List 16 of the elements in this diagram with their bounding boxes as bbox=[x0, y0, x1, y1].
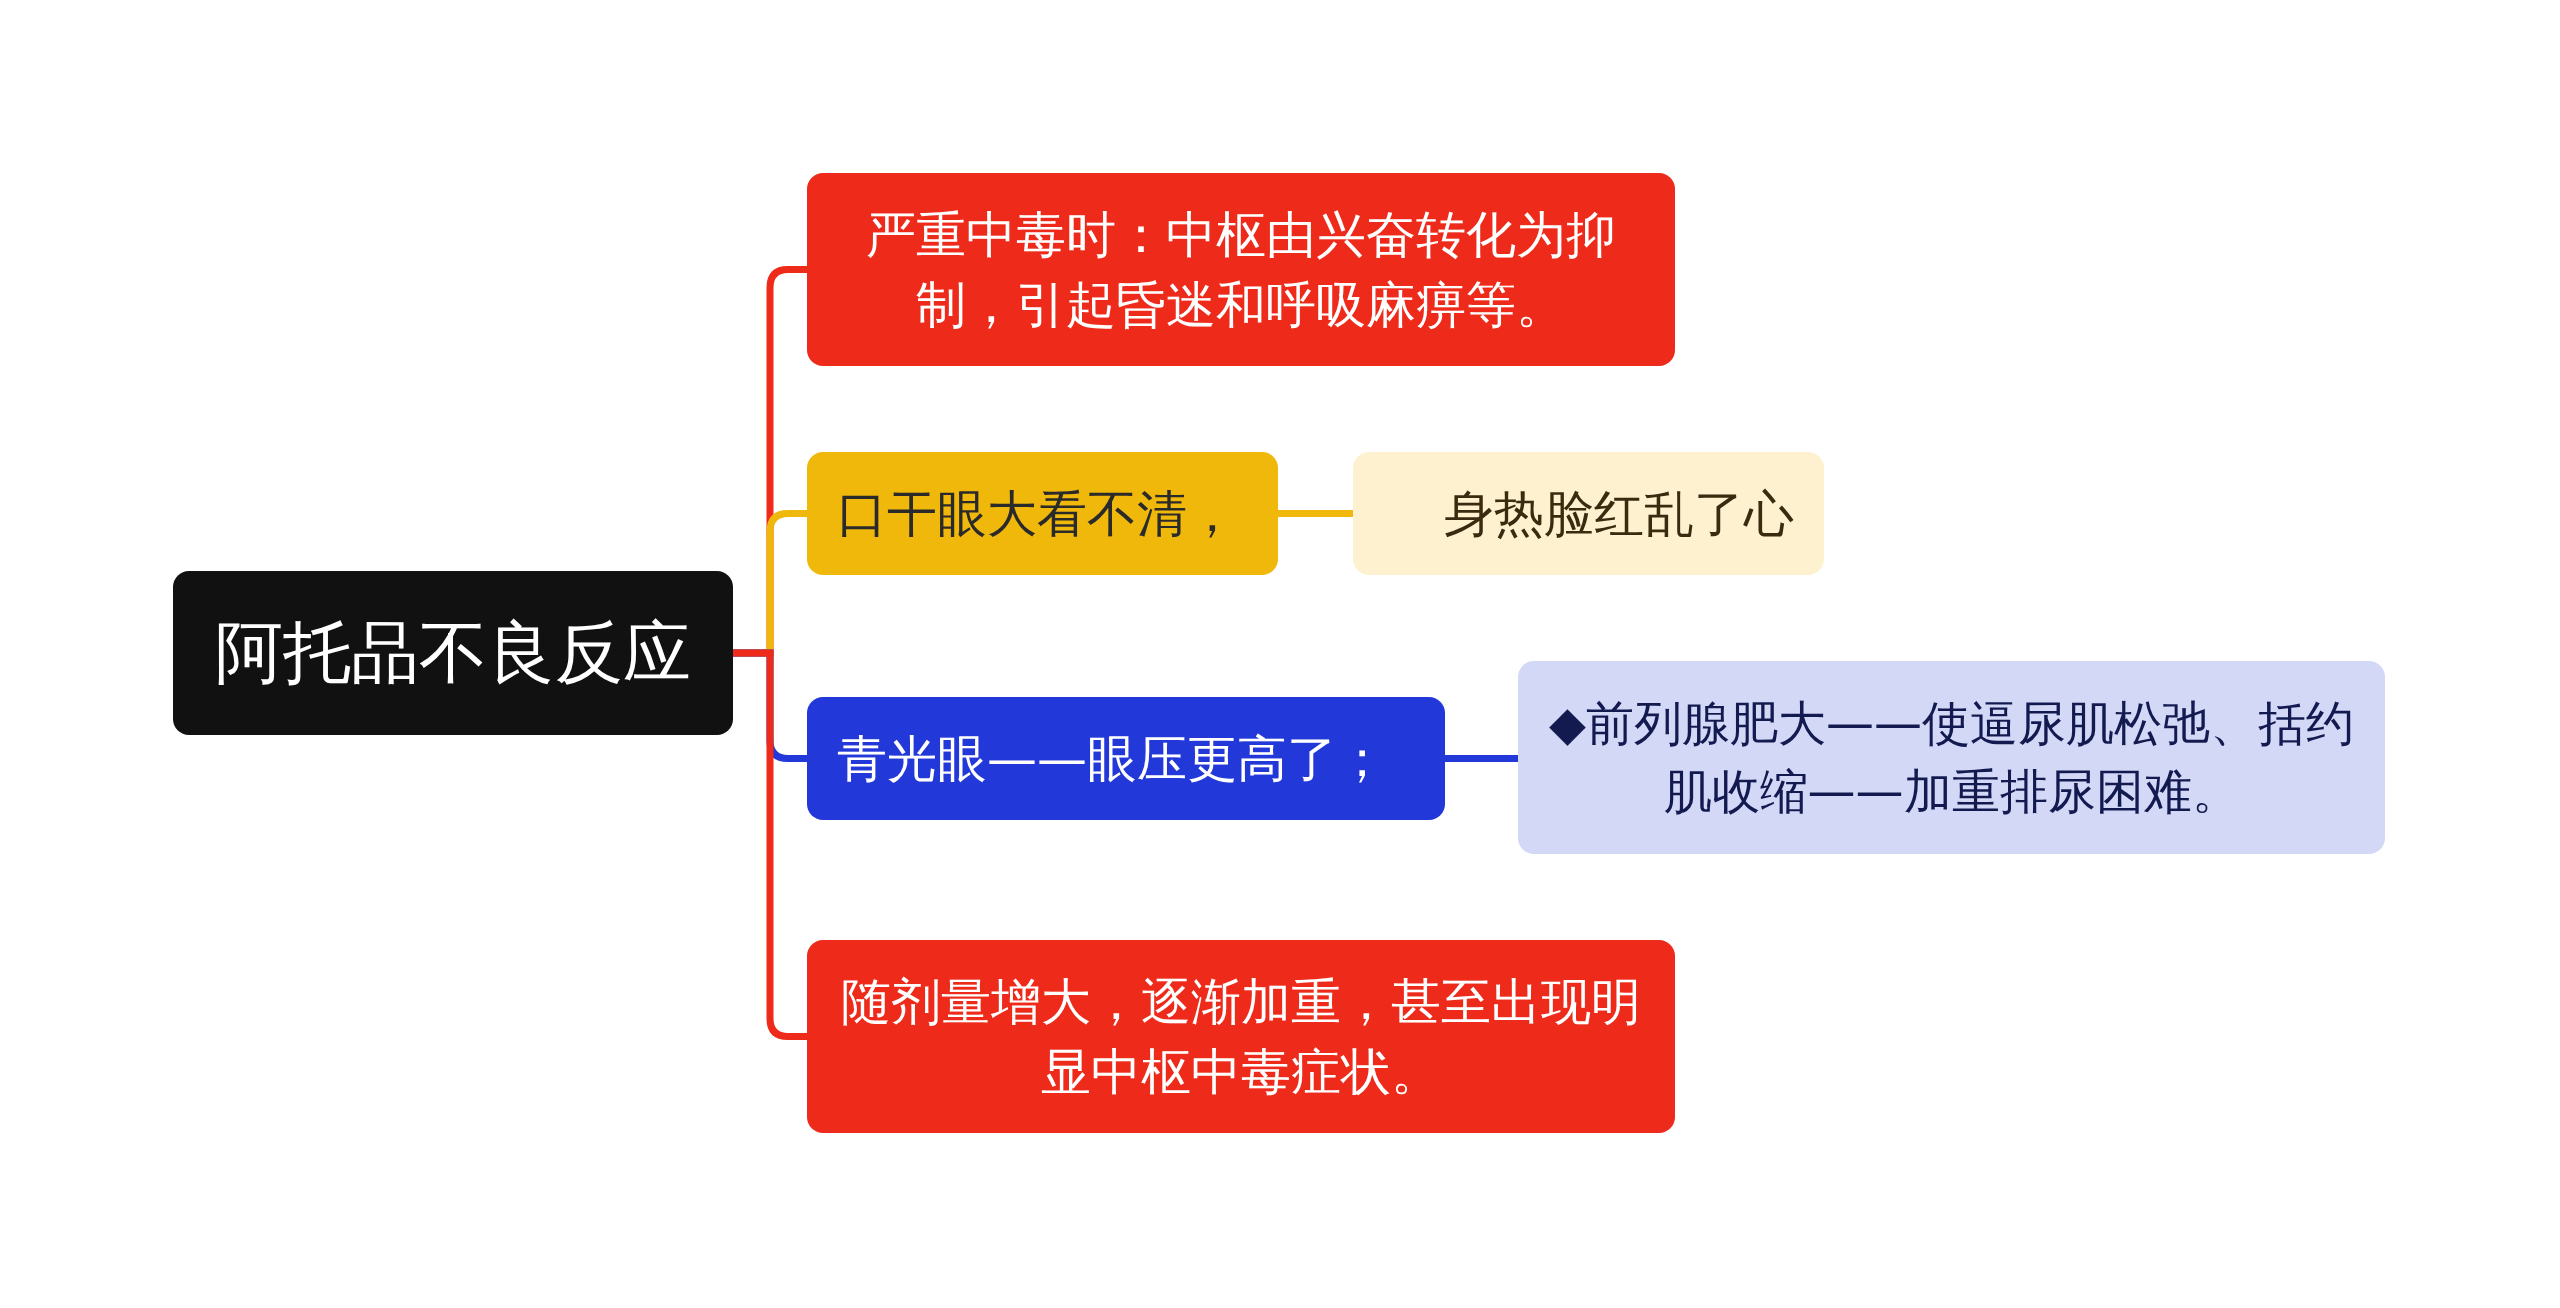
topic-text: 身热脸红乱了心 bbox=[1444, 483, 1794, 545]
topic-text: ◆前列腺肥大——使逼尿肌松弛、括约肌收缩——加重排尿困难。 bbox=[1548, 694, 2355, 821]
topic-text: 严重中毒时：中枢由兴奋转化为抑制，引起昏迷和呼吸麻痹等。 bbox=[865, 204, 1617, 336]
topic-text: 青光眼——眼压更高了； bbox=[837, 728, 1387, 790]
topic-text: 随剂量增大，逐渐加重，甚至出现明显中枢中毒症状。 bbox=[840, 971, 1642, 1103]
topic-box bbox=[807, 173, 1675, 366]
connector-line bbox=[1445, 755, 1518, 762]
subtopic-box bbox=[1353, 452, 1824, 575]
topic-box bbox=[807, 697, 1445, 820]
subtopic-box bbox=[1518, 661, 2385, 854]
topic-box bbox=[807, 940, 1675, 1133]
topic-text: 口干眼大看不清， bbox=[837, 483, 1237, 545]
connector-line bbox=[1278, 510, 1353, 517]
root-topic-box bbox=[173, 571, 733, 735]
topic-text: 阿托品不良反应 bbox=[215, 612, 691, 695]
topic-box bbox=[807, 452, 1278, 575]
